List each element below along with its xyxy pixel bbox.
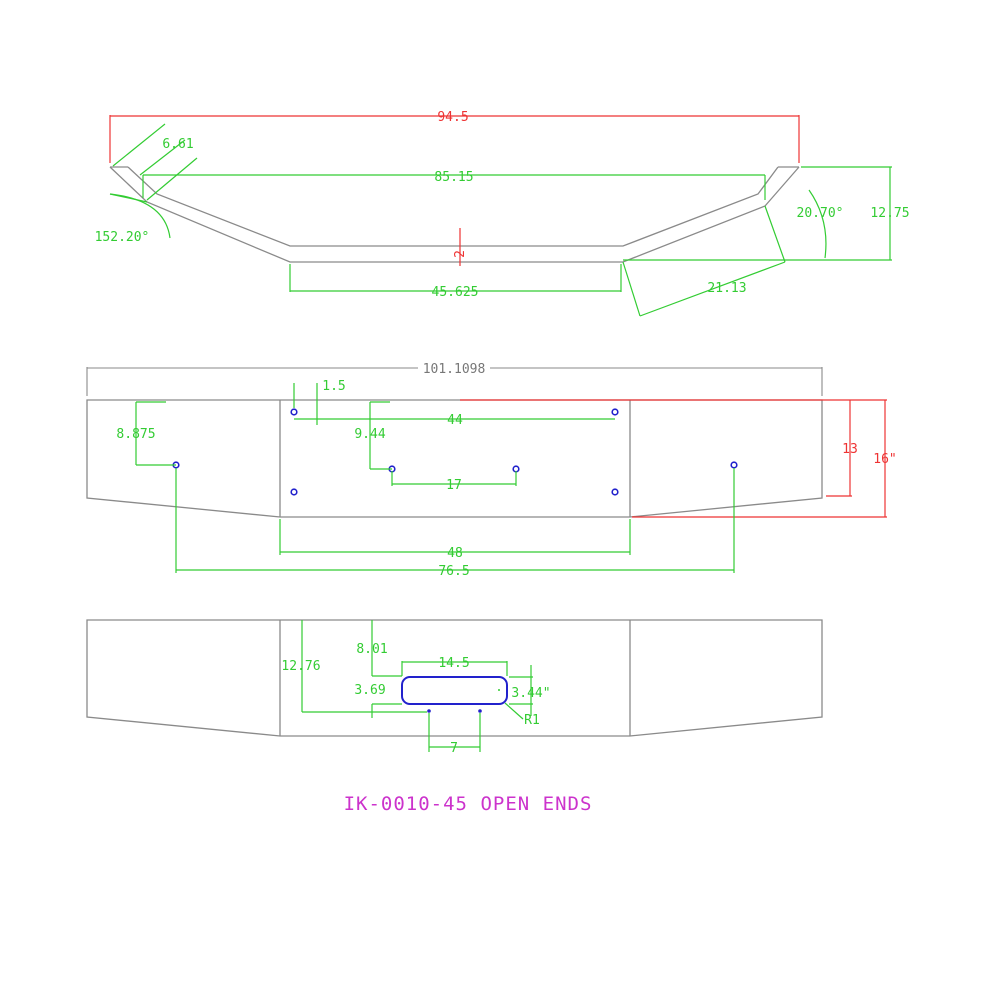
dim-21-13-ext-left bbox=[622, 261, 641, 317]
slot-hole-right bbox=[478, 709, 482, 713]
dim-12-75-label: 12.75 bbox=[870, 206, 909, 221]
hole-top-right bbox=[611, 408, 619, 416]
hole-top-left bbox=[290, 408, 298, 416]
dim-9-44-label: 9.44 bbox=[354, 427, 385, 442]
hole-center-right bbox=[512, 465, 520, 473]
dim-12-76-label: 12.76 bbox=[281, 659, 320, 674]
top-view: 94.5 6.61 85.15 152.20° 2 45.625 21.13 2… bbox=[95, 110, 910, 317]
dim-r1-leader bbox=[504, 702, 524, 720]
dim-17-label: 17 bbox=[446, 478, 462, 493]
dim-16-label: 16" bbox=[873, 452, 896, 467]
rear-view: 12.76 8.01 14.5 3.69 3.44" R1 7 bbox=[86, 619, 823, 756]
dim-13-label: 13 bbox=[842, 442, 858, 457]
dim-48-label: 48 bbox=[447, 546, 463, 561]
dim-14-5-label: 14.5 bbox=[438, 656, 469, 671]
slot-center-mark bbox=[498, 689, 500, 691]
dim-6-61-line bbox=[139, 139, 186, 176]
dim-44-label: 44 bbox=[447, 413, 463, 428]
dim-6-61-leader-2 bbox=[146, 157, 198, 201]
dim-r1-label: R1 bbox=[524, 713, 540, 728]
slot-cutout bbox=[401, 676, 508, 705]
hole-bottom-left bbox=[290, 488, 298, 496]
dim-6-61-leader bbox=[112, 123, 166, 167]
dim-152-20-arc bbox=[109, 193, 171, 239]
dim-1-5-label: 1.5 bbox=[322, 379, 345, 394]
bumper-outer-outline bbox=[109, 166, 800, 263]
bumper-inner-outline bbox=[127, 166, 779, 247]
dim-85-15-label: 85.15 bbox=[434, 170, 473, 185]
dim-8-875-label: 8.875 bbox=[116, 427, 155, 442]
dim-6-61-label: 6.61 bbox=[162, 137, 193, 152]
dim-21-13-line bbox=[639, 261, 786, 317]
slot-hole-left bbox=[427, 709, 431, 713]
dim-2-label: 2 bbox=[453, 250, 468, 258]
dim-76-5-label: 76.5 bbox=[438, 564, 469, 579]
dim-94-5-label: 94.5 bbox=[437, 110, 468, 125]
dim-45-625-label: 45.625 bbox=[432, 285, 479, 300]
dim-8-01-label: 8.01 bbox=[356, 642, 387, 657]
dim-152-20-label: 152.20° bbox=[95, 230, 150, 245]
dim-21-13-label: 21.13 bbox=[707, 281, 746, 296]
dim-20-70-arc bbox=[808, 189, 827, 259]
dim-152-20-leader bbox=[109, 193, 148, 203]
drawing-title: IK-0010-45 OPEN ENDS bbox=[344, 793, 593, 815]
dim-3-69-label: 3.69 bbox=[354, 683, 385, 698]
hole-bottom-right bbox=[611, 488, 619, 496]
dim-3-44-label: 3.44" bbox=[511, 686, 550, 701]
front-view: 101.1098 1.5 44 9.44 17 8.875 bbox=[86, 360, 897, 579]
dim-21-13-ext-right bbox=[764, 205, 786, 263]
dim-20-70-label: 20.70° bbox=[797, 206, 844, 221]
dim-7-label: 7 bbox=[450, 741, 458, 756]
dim-101-label-bg bbox=[418, 360, 490, 375]
hole-end-right bbox=[730, 461, 738, 469]
dim-101-label: 101.1098 bbox=[423, 362, 486, 377]
